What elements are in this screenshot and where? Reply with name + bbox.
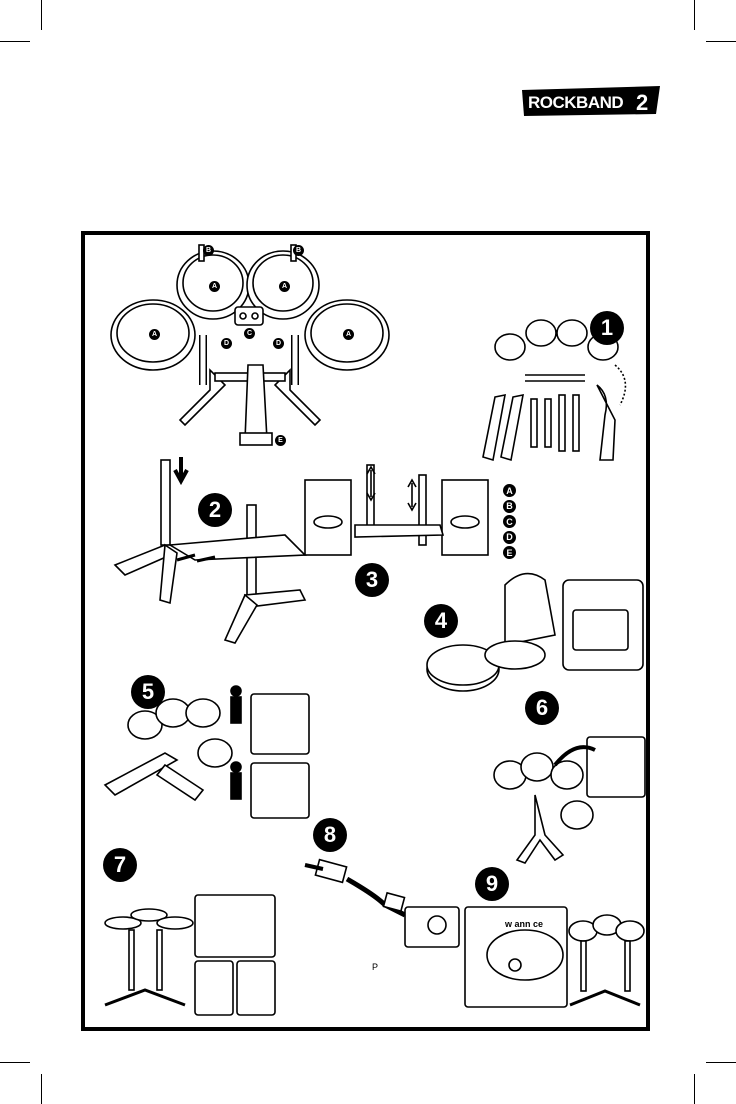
step-number-7: 7	[103, 848, 137, 882]
step-number-1: 1	[590, 311, 624, 345]
step-number-9: 9	[475, 867, 509, 901]
step9-power-on	[465, 907, 644, 1007]
crop-mark	[41, 1074, 42, 1104]
step8-mark: P	[372, 962, 378, 972]
crop-mark	[41, 0, 42, 30]
legend-item: D	[503, 530, 516, 546]
callout-e: E	[275, 435, 286, 446]
legend-item: B	[503, 499, 516, 515]
callout-b: B	[203, 245, 214, 256]
step-number-6: 6	[525, 691, 559, 725]
assembly-illustration	[85, 235, 646, 1027]
drum-kit-overview	[111, 245, 389, 445]
step-number-5: 5	[131, 675, 165, 709]
legend-letter: E	[503, 546, 516, 559]
step-number-8: 8	[313, 818, 347, 852]
callout-a: A	[279, 281, 290, 292]
step2-base-assembly	[115, 457, 305, 643]
step-number-3: 3	[355, 563, 389, 597]
callout-d: D	[273, 338, 284, 349]
rockband-logo: ROCKBAND 2	[520, 84, 662, 118]
crop-mark	[706, 1062, 736, 1063]
legend-letter: B	[503, 500, 516, 513]
step-number-2: 2	[198, 493, 232, 527]
parts-legend: A B C D E	[503, 483, 516, 561]
legend-item: A	[503, 483, 516, 499]
step3-height-adjust	[305, 465, 488, 555]
step7-cymbal-mount	[105, 895, 275, 1015]
step4-pedal-battery	[427, 574, 643, 691]
svg-text:ROCKBAND: ROCKBAND	[528, 93, 623, 112]
crop-mark	[694, 0, 695, 30]
crop-mark	[0, 41, 30, 42]
legend-item: E	[503, 545, 516, 561]
callout-c: C	[244, 328, 255, 339]
step5-pedal-connect	[105, 686, 309, 818]
crop-mark	[694, 1074, 695, 1104]
legend-item: C	[503, 514, 516, 530]
legend-letter: D	[503, 531, 516, 544]
callout-d: D	[221, 338, 232, 349]
step9-text: w ann ce	[505, 919, 543, 929]
legend-letter: A	[503, 484, 516, 497]
callout-a: A	[149, 329, 160, 340]
callout-a: A	[343, 329, 354, 340]
crop-mark	[0, 1062, 30, 1063]
step-number-4: 4	[424, 604, 458, 638]
step6-cable-connect	[494, 737, 645, 863]
callout-b: B	[293, 245, 304, 256]
legend-letter: C	[503, 515, 516, 528]
svg-text:2: 2	[636, 90, 648, 115]
instruction-panel: A B C D E B B A A A A C D D E 1 2 3 4 5 …	[81, 231, 650, 1031]
crop-mark	[706, 41, 736, 42]
callout-a: A	[209, 281, 220, 292]
step8-usb-connect	[305, 860, 459, 947]
